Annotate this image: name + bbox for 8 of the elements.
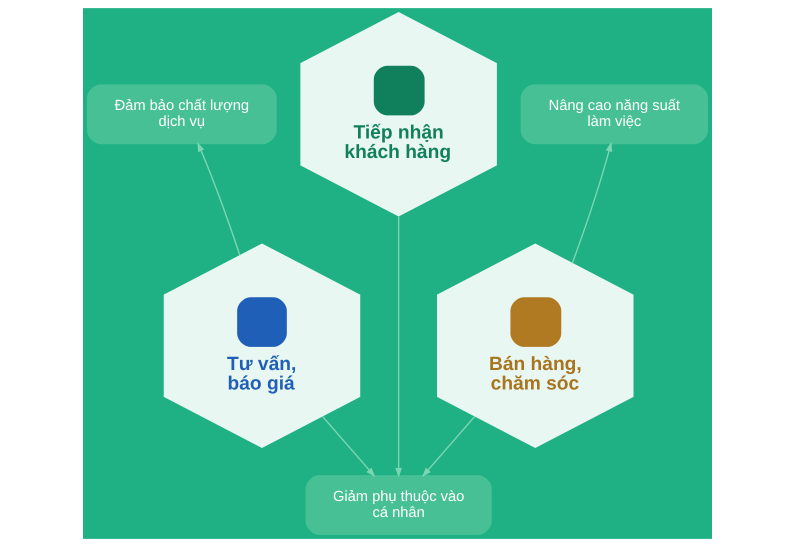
- node-box: Giảm phụ thuộc vào cá nhân: [305, 475, 492, 535]
- node-box: Đảm bảo chất lượng dịch vụ: [86, 84, 277, 144]
- node-box: Nâng cao năng suất làm việc: [520, 84, 708, 144]
- arrow: [197, 142, 240, 256]
- arrow: [422, 416, 476, 477]
- arrow: [572, 142, 612, 264]
- arrow: [395, 216, 402, 478]
- arrow: [322, 416, 376, 477]
